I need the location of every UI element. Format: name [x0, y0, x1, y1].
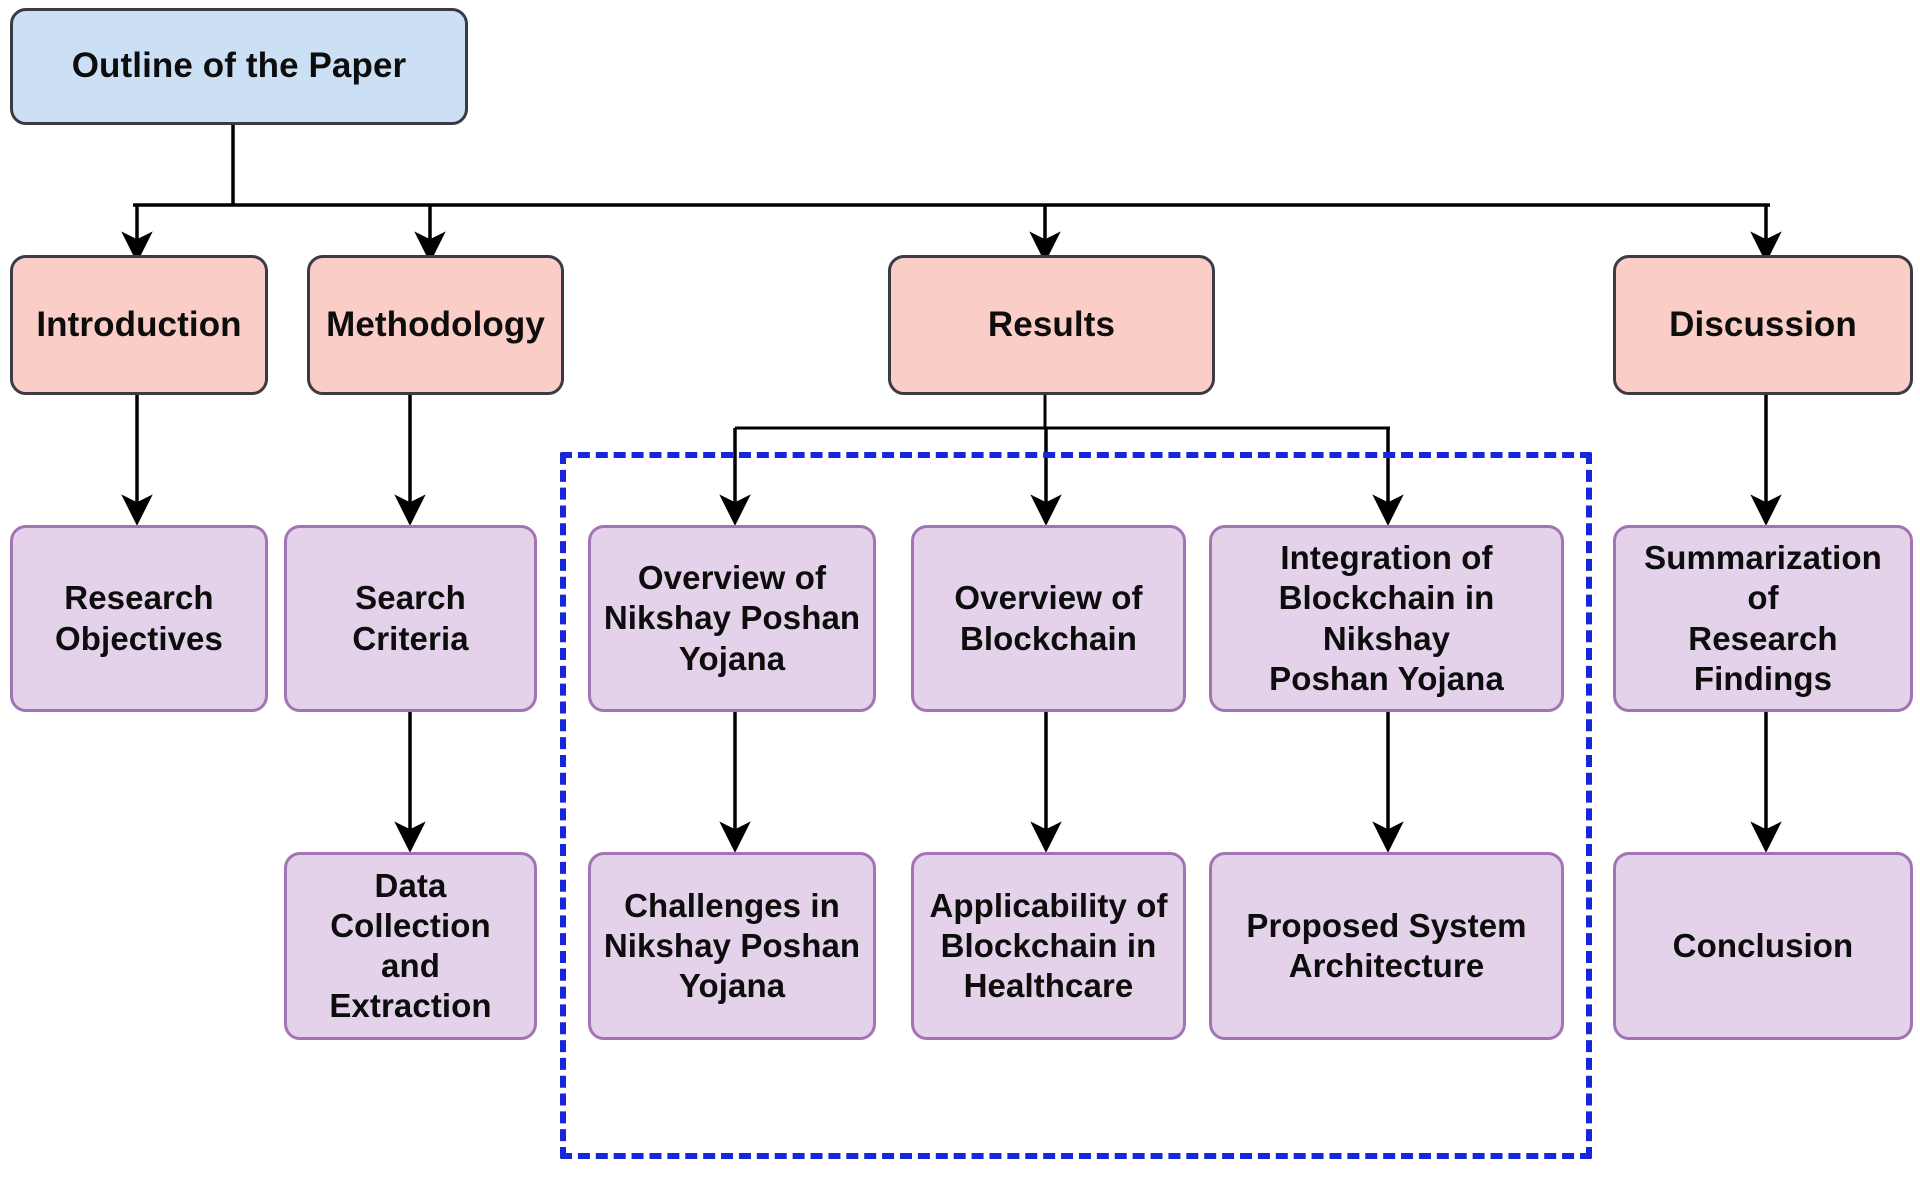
node-outline-of-the-paper[interactable]: Outline of the Paper: [10, 8, 468, 125]
node-introduction[interactable]: Introduction: [10, 255, 268, 395]
node-challenges-in-nikshay-poshan-yojana[interactable]: Challenges in Nikshay Poshan Yojana: [588, 852, 876, 1040]
node-label-line-1: Challenges in: [624, 886, 840, 924]
node-label-line-1: Research: [64, 579, 214, 617]
node-label-line-1: Applicability of: [929, 886, 1168, 924]
node-label-line-1: Integration of: [1280, 539, 1493, 576]
node-overview-of-nikshay-poshan-yojana[interactable]: Overview of Nikshay Poshan Yojana: [588, 525, 876, 712]
node-label-line-3: Yojana: [678, 967, 786, 1005]
node-methodology[interactable]: Methodology: [307, 255, 564, 395]
node-label-line-1: Overview of: [954, 579, 1143, 617]
node-label: Introduction: [36, 304, 242, 344]
node-conclusion[interactable]: Conclusion: [1613, 852, 1913, 1040]
node-label: Search Criteria: [297, 578, 524, 659]
node-label: Overview of Nikshay Poshan Yojana: [604, 558, 860, 679]
node-integration-of-blockchain-in-nikshay-poshan-yojana[interactable]: Integration of Blockchain in Nikshay Pos…: [1209, 525, 1564, 712]
node-label-line-2: Blockchain: [959, 619, 1138, 657]
node-label: Research Objectives: [55, 578, 223, 659]
node-label: Applicability of Blockchain in Healthcar…: [929, 886, 1167, 1007]
node-proposed-system-architecture[interactable]: Proposed System Architecture: [1209, 852, 1564, 1040]
node-research-objectives[interactable]: Research Objectives: [10, 525, 268, 712]
node-label: Methodology: [326, 304, 545, 344]
node-label-line-3: Poshan Yojana: [1269, 659, 1504, 697]
node-data-collection-and-extraction[interactable]: Data Collection and Extraction: [284, 852, 537, 1040]
node-label-line-2: Architecture: [1288, 947, 1485, 984]
node-summarization-of-research-findings[interactable]: Summarization of Research Findings: [1613, 525, 1913, 712]
node-label: Integration of Blockchain in Nikshay Pos…: [1222, 538, 1551, 699]
node-label-line-2: Blockchain in Nikshay: [1278, 579, 1495, 657]
node-label-line-2: and Extraction: [329, 947, 492, 1025]
node-label: Results: [987, 304, 1116, 344]
node-label: Conclusion: [1673, 926, 1854, 966]
node-label-line-2: Nikshay Poshan: [603, 926, 861, 964]
node-label-line-2: Nikshay Poshan: [603, 599, 861, 637]
node-label: Data Collection and Extraction: [297, 866, 524, 1027]
node-overview-of-blockchain[interactable]: Overview of Blockchain: [911, 525, 1186, 712]
node-label: Summarization of Research Findings: [1626, 538, 1900, 699]
node-applicability-of-blockchain-in-healthcare[interactable]: Applicability of Blockchain in Healthcar…: [911, 852, 1186, 1040]
node-label-line-1: Overview of: [637, 559, 827, 597]
node-label-line-2: Blockchain in: [940, 926, 1157, 964]
node-label: Challenges in Nikshay Poshan Yojana: [604, 886, 860, 1007]
node-label-line-1: Proposed System: [1246, 906, 1527, 944]
node-label-line-1: Summarization of: [1644, 539, 1882, 617]
node-search-criteria[interactable]: Search Criteria: [284, 525, 537, 712]
node-label-line-1: Data Collection: [330, 866, 491, 944]
node-label-line-1: Search Criteria: [352, 579, 469, 657]
node-label-line-1: Conclusion: [1672, 926, 1854, 964]
node-label: Outline of the Paper: [71, 46, 407, 86]
node-label-line-3: Yojana: [678, 639, 786, 677]
node-label: Overview of Blockchain: [954, 578, 1142, 659]
node-label-line-3: Healthcare: [963, 967, 1134, 1005]
node-label-line-2: Objectives: [55, 619, 223, 657]
results-subtree-group-box: [560, 452, 1592, 1159]
node-discussion[interactable]: Discussion: [1613, 255, 1913, 395]
node-label: Proposed System Architecture: [1246, 906, 1526, 987]
node-label-line-2: Research Findings: [1688, 619, 1838, 697]
node-results[interactable]: Results: [888, 255, 1215, 395]
node-label: Discussion: [1669, 304, 1857, 344]
